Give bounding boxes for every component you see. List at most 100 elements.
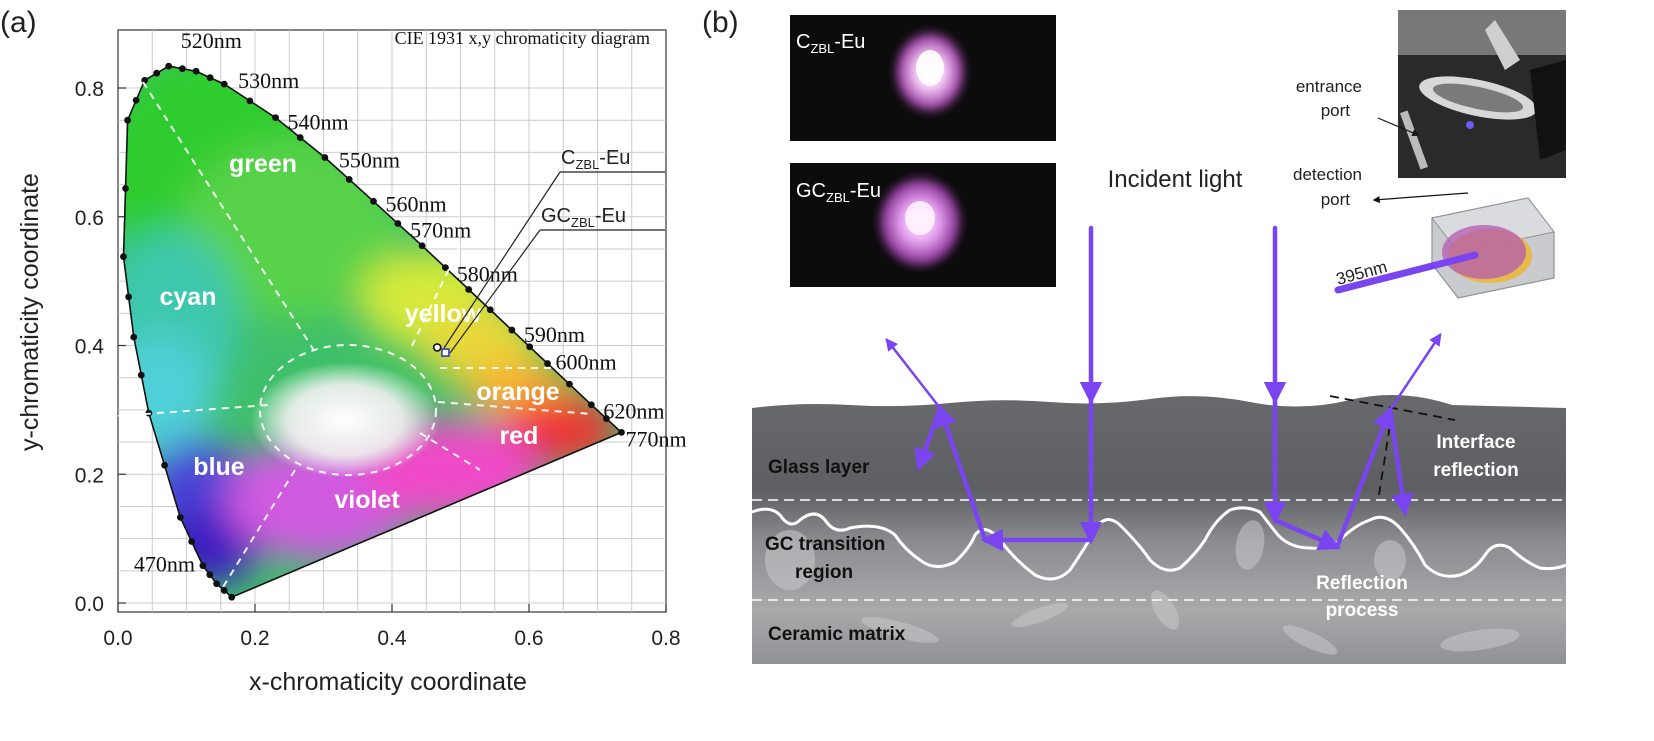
x-axis-label: x-chromaticity coordinate bbox=[249, 668, 527, 696]
locus-dot bbox=[130, 333, 138, 341]
sample-point-gczbl-eu bbox=[441, 348, 450, 357]
locus-dot bbox=[220, 587, 228, 594]
region-orange: orange bbox=[476, 378, 559, 406]
setup-photo bbox=[1398, 10, 1566, 178]
locus-dot bbox=[465, 286, 473, 293]
callout-c-label: CZBL-Eu bbox=[561, 147, 630, 172]
x-tick-label: 0.6 bbox=[514, 627, 543, 650]
reflection-label-1: Reflection bbox=[1316, 573, 1408, 594]
panel-a-label: (a) bbox=[0, 6, 37, 39]
locus-dot bbox=[228, 593, 236, 601]
locus-dot bbox=[122, 185, 129, 192]
locus-dot bbox=[199, 562, 207, 570]
wavelength-label-570nm: 570nm bbox=[410, 218, 471, 243]
wavelength-label-540nm: 540nm bbox=[288, 110, 349, 135]
locus-dot bbox=[192, 67, 200, 75]
locus-dot bbox=[153, 69, 161, 77]
locus-dot bbox=[508, 326, 516, 334]
region-red: red bbox=[500, 422, 539, 450]
entrance-label-1: entrance bbox=[1296, 77, 1362, 96]
locus-dot bbox=[442, 264, 449, 272]
locus-dot bbox=[137, 371, 145, 379]
locus-dot bbox=[296, 134, 304, 141]
sample-points bbox=[432, 343, 450, 357]
region-labels: green cyan yellow orange red blue violet bbox=[160, 150, 560, 514]
wavelength-label-470nm: 470nm bbox=[134, 552, 195, 577]
locus-dot bbox=[321, 154, 329, 161]
y-tick-label: 0.6 bbox=[75, 207, 104, 230]
sample-point-czbl-eu bbox=[432, 343, 442, 352]
locus-dot bbox=[486, 306, 494, 314]
glass-layer-label: Glass layer bbox=[768, 457, 870, 478]
wavelength-label-550nm: 550nm bbox=[339, 148, 400, 173]
locus-dot bbox=[418, 242, 426, 250]
sem-labels: Glass layer GC transition region Ceramic… bbox=[765, 432, 1519, 645]
y-axis-label: y-chromaticity coordinate bbox=[16, 173, 44, 451]
y-tick-label: 0.0 bbox=[75, 593, 104, 616]
locus-dot bbox=[220, 80, 228, 88]
wavelength-label-600nm: 600nm bbox=[555, 350, 616, 375]
locus-dot bbox=[213, 580, 221, 588]
locus-dot bbox=[132, 96, 140, 104]
locus-dot bbox=[618, 429, 625, 436]
locus-dot bbox=[161, 461, 168, 469]
chromaticity-chart: CIE 1931 x,y chromaticity diagram green … bbox=[16, 28, 687, 696]
region-cyan: cyan bbox=[160, 283, 217, 311]
y-tick-label: 0.4 bbox=[75, 336, 105, 359]
entrance-pointer bbox=[1377, 117, 1420, 137]
light-paths bbox=[885, 225, 1442, 552]
wavelength-label-520nm: 520nm bbox=[181, 28, 242, 53]
locus-dot bbox=[188, 538, 196, 545]
locus-dot bbox=[345, 176, 353, 183]
wavelength-label-620nm: 620nm bbox=[603, 399, 664, 424]
region-blue: blue bbox=[193, 453, 244, 481]
x-tick-label: 0.2 bbox=[240, 627, 269, 650]
locus-dot bbox=[587, 401, 595, 409]
panel-b-label: (b) bbox=[702, 6, 739, 39]
locus-dot bbox=[566, 380, 573, 388]
region-yellow: yellow bbox=[405, 300, 482, 328]
locus-dot bbox=[206, 571, 214, 579]
spectral-locus-dots bbox=[120, 62, 625, 601]
interface-label-1: Interface bbox=[1436, 432, 1515, 453]
incident-light-label: Incident light bbox=[1108, 166, 1243, 193]
x-tick-label: 0.0 bbox=[103, 627, 132, 650]
photo-gczbl-eu: GCZBL-Eu bbox=[790, 163, 1056, 287]
wavelength-label-590nm: 590nm bbox=[524, 322, 585, 347]
sem-cross-section bbox=[751, 395, 1567, 664]
locus-dot bbox=[178, 65, 186, 73]
gc-transition-label-1: GC transition bbox=[765, 534, 885, 555]
ceramic-matrix-label: Ceramic matrix bbox=[768, 624, 906, 645]
photo1-label: CZBL-Eu bbox=[796, 31, 865, 56]
detection-pointer bbox=[1372, 192, 1469, 204]
wavelength-labels: 470nm520nm530nm540nm550nm560nm570nm580nm… bbox=[134, 28, 687, 577]
locus-dot bbox=[272, 114, 279, 122]
sample-callout-gc: GCZBL-Eu bbox=[449, 205, 665, 354]
wavelength-label-530nm: 530nm bbox=[238, 68, 299, 93]
locus-dot bbox=[544, 360, 551, 367]
y-tick-label: 0.8 bbox=[75, 78, 104, 101]
photo2-label: GCZBL-Eu bbox=[796, 180, 881, 205]
entrance-label-2: port bbox=[1321, 101, 1351, 120]
locus-dot bbox=[120, 253, 127, 261]
region-boundaries bbox=[117, 81, 593, 593]
locus-dot bbox=[124, 116, 131, 124]
locus-dot bbox=[176, 513, 184, 521]
photo-czbl-eu: CZBL-Eu bbox=[790, 15, 1056, 141]
detection-label-2: port bbox=[1321, 190, 1351, 209]
gc-transition-label-2: region bbox=[795, 562, 853, 583]
wavelength-label-770nm: 770nm bbox=[625, 426, 686, 451]
y-tick-label: 0.2 bbox=[75, 464, 104, 487]
region-violet: violet bbox=[334, 486, 400, 514]
locus-dot bbox=[165, 62, 173, 70]
x-tick-label: 0.4 bbox=[377, 627, 407, 650]
locus-dot bbox=[125, 293, 133, 301]
wavelength-label-560nm: 560nm bbox=[386, 191, 447, 216]
reflection-label-2: process bbox=[1326, 600, 1399, 621]
detection-label-1: detection bbox=[1293, 165, 1362, 184]
locus-dot bbox=[526, 343, 534, 351]
callout-gc-label: GCZBL-Eu bbox=[541, 205, 626, 230]
locus-dot bbox=[246, 97, 254, 105]
